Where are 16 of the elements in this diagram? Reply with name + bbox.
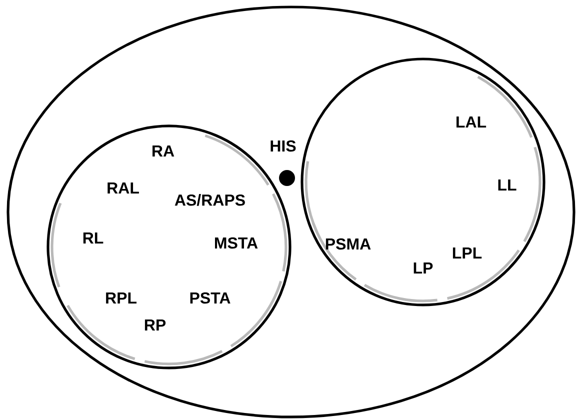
region-label: RPL xyxy=(106,292,136,304)
region-label: PSMA xyxy=(326,238,371,250)
region-label: AS/RAPS xyxy=(174,194,245,206)
region-label: LPL xyxy=(452,247,482,258)
region-label: MSTA xyxy=(215,237,258,249)
region-label: RA xyxy=(152,145,174,156)
ellipse xyxy=(6,6,576,418)
region-label: RP xyxy=(144,319,166,330)
dot-label: HIS xyxy=(270,140,296,152)
region-label: LL xyxy=(498,179,516,190)
region-label: LP xyxy=(414,262,433,274)
region-label: PSTA xyxy=(190,292,230,304)
dot xyxy=(279,170,295,186)
region-label: LAL xyxy=(456,116,486,128)
region-label: RL xyxy=(83,232,104,244)
region-label: RAL xyxy=(108,182,139,194)
